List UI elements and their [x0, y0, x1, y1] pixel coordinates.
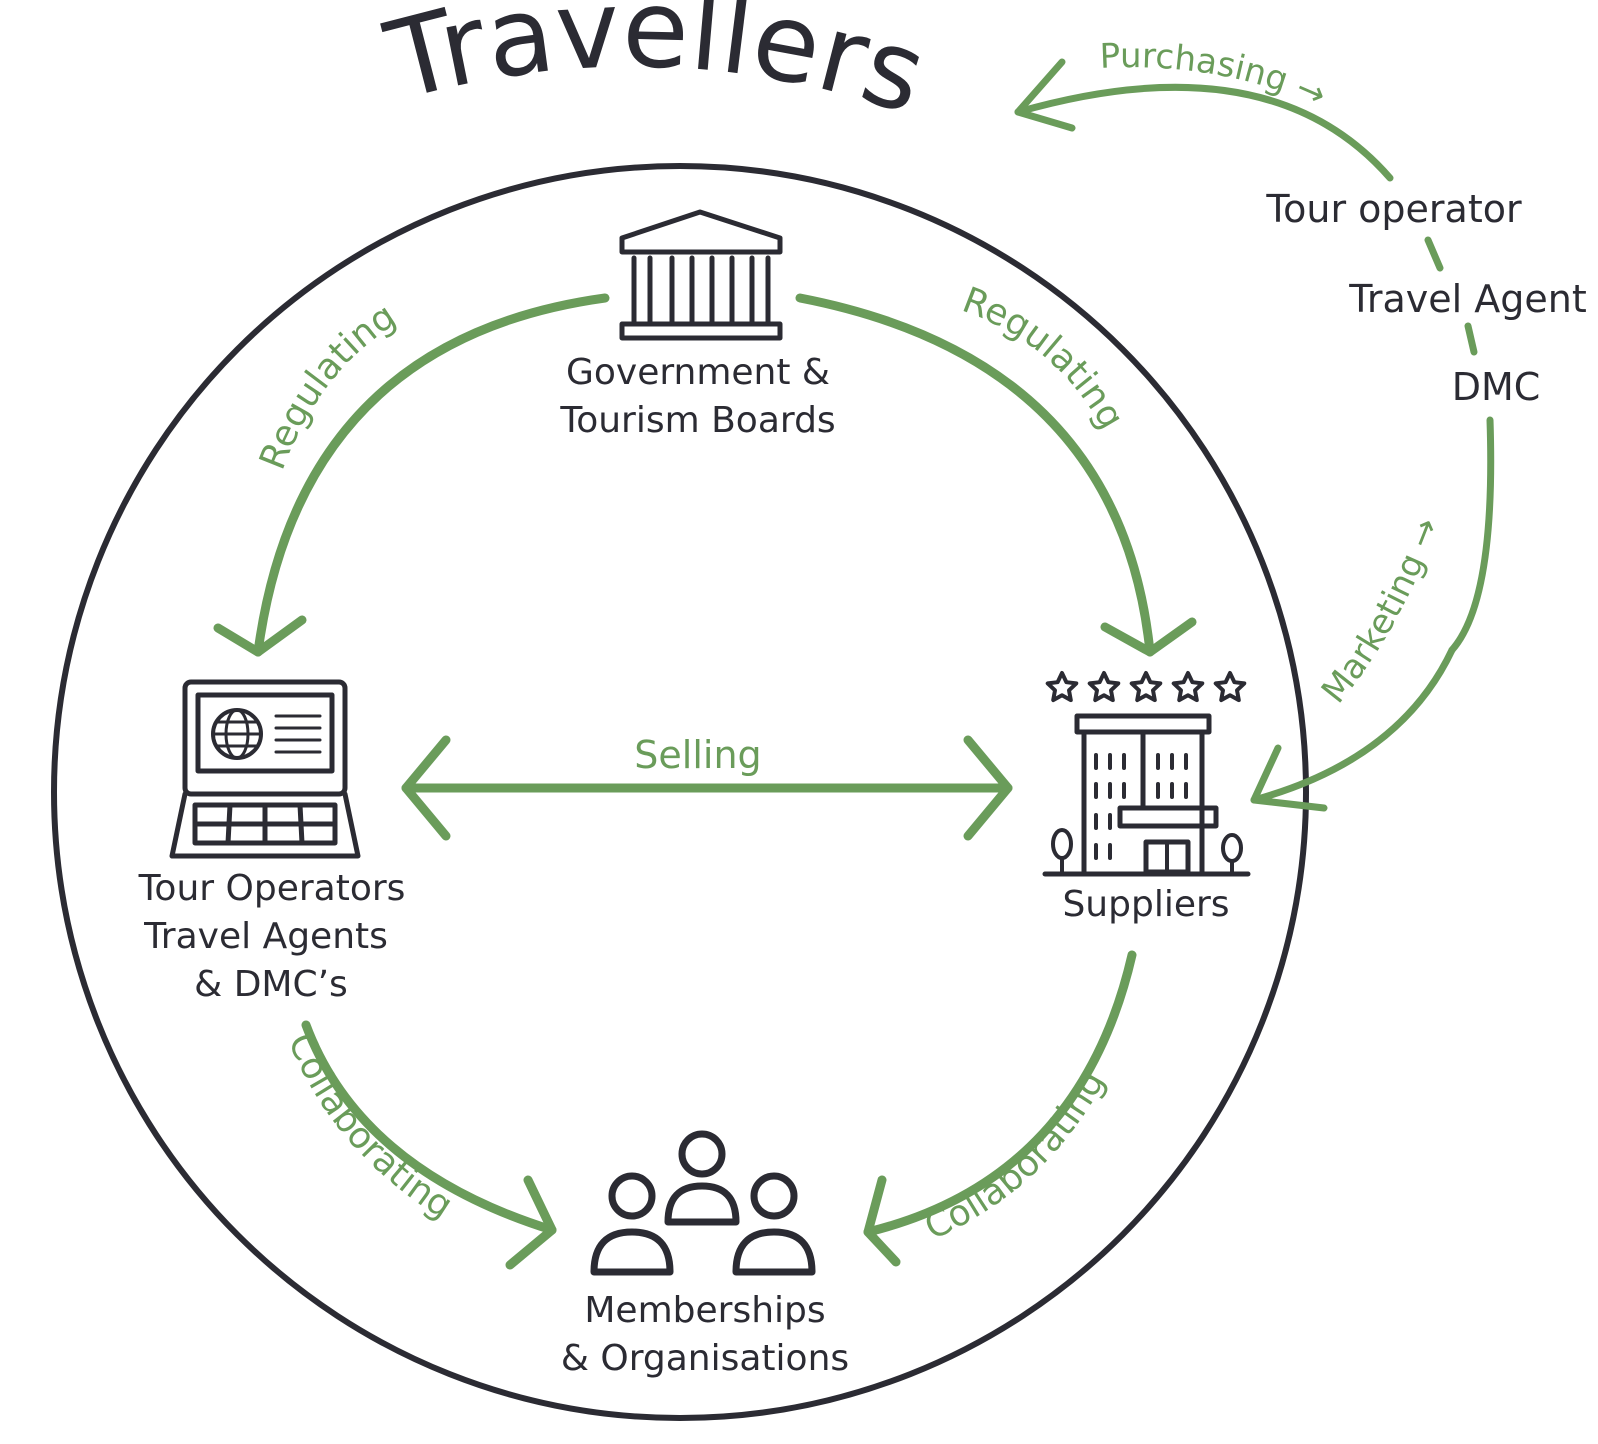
star-icon — [1087, 671, 1121, 703]
hotel-five-stars-icon — [1042, 671, 1251, 877]
purchasing-arrow — [1014, 58, 1394, 182]
ecosystem-circle — [51, 163, 1309, 1421]
government-building-icon — [619, 209, 783, 341]
collaborating-right-arrow — [863, 950, 1137, 1267]
channel-tour-operator: Tour operator — [1265, 187, 1522, 231]
marketing-arrow — [1250, 646, 1456, 812]
star-icon — [1045, 671, 1079, 703]
government-label-line1: Government & — [566, 352, 830, 393]
star-icon — [1129, 671, 1163, 703]
memberships-label-line2: & Organisations — [561, 1338, 849, 1379]
suppliers-label: Suppliers — [1062, 884, 1229, 925]
operators-label-line1: Tour Operators — [138, 868, 406, 909]
collaborating-left-arrow — [301, 1020, 557, 1270]
channel-dashed-line — [1424, 236, 1495, 654]
marketing-label: Marketing → — [1314, 512, 1448, 710]
selling-double-arrow — [401, 735, 1013, 841]
government-label-line2: Tourism Boards — [559, 400, 835, 441]
star-icon — [1213, 671, 1247, 703]
regulating-left-arrow — [213, 293, 610, 657]
operators-label-line3: & DMC’s — [194, 964, 348, 1005]
purchasing-label: Purchasing → — [1099, 36, 1332, 115]
operators-label-line2: Travel Agents — [143, 916, 388, 957]
group-people-icon — [590, 1130, 816, 1276]
channel-travel-agent: Travel Agent — [1348, 277, 1587, 321]
tree-icon — [1221, 833, 1243, 876]
collaborating-right-label: Collaborating — [918, 1064, 1113, 1248]
tree-icon — [1051, 828, 1073, 876]
channel-dmc: DMC — [1452, 365, 1541, 409]
collaborating-left-label: Collaborating — [280, 1027, 460, 1227]
memberships-label-line1: Memberships — [584, 1290, 825, 1331]
laptop-globe-icon — [169, 679, 361, 859]
regulating-right-arrow — [795, 293, 1197, 657]
star-icon — [1171, 671, 1205, 703]
selling-label: Selling — [634, 733, 761, 777]
diagram-title: Travellers — [374, 0, 939, 139]
